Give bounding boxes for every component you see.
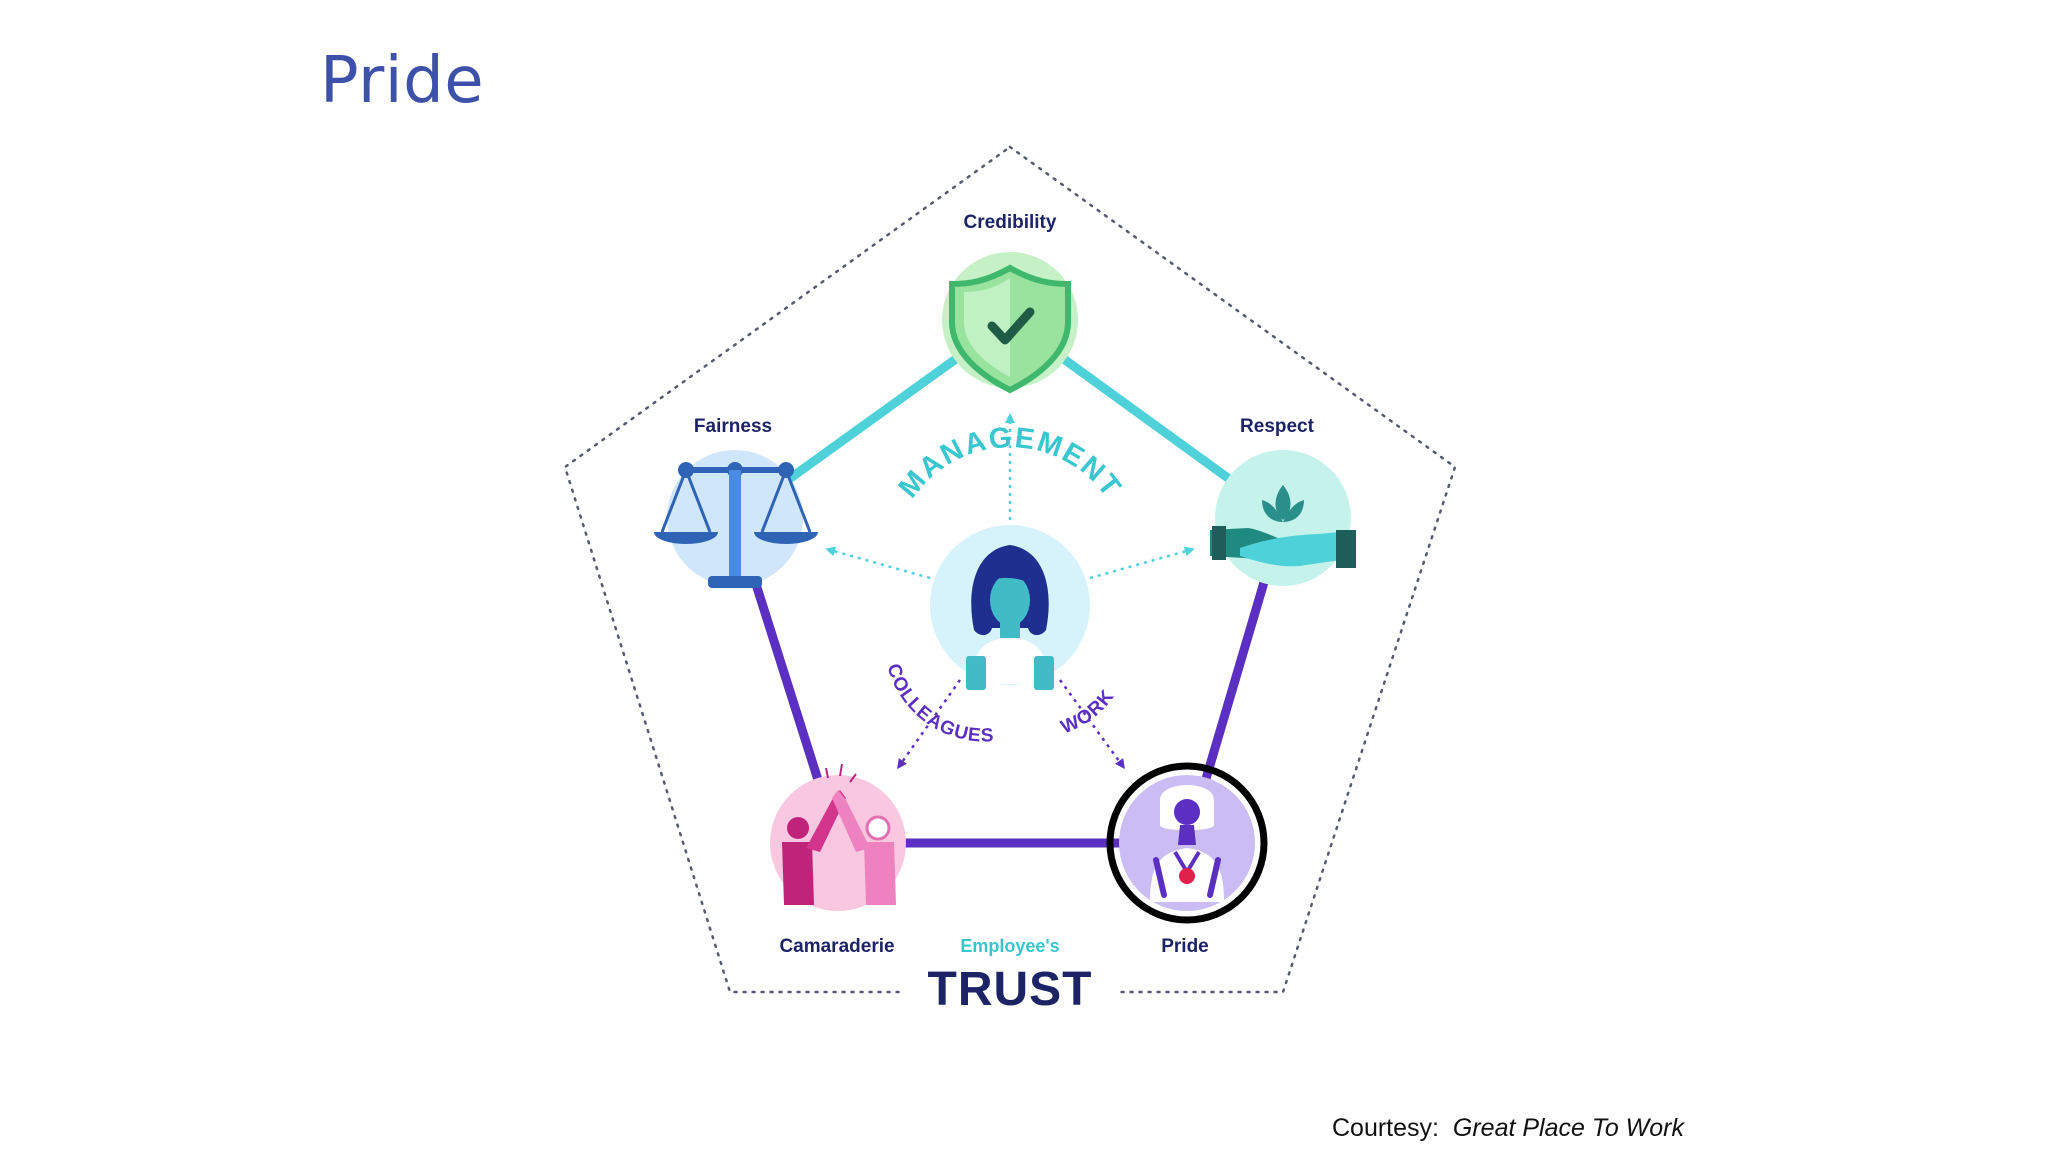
person-icon <box>966 545 1054 690</box>
hand-lotus-icon <box>1210 485 1356 568</box>
pride-highlight-ring <box>1106 762 1268 924</box>
svg-text:WORK: WORK <box>1058 686 1119 739</box>
employees-label: Employee's <box>960 936 1059 956</box>
slide-title: Pride <box>320 44 485 118</box>
scales-icon <box>654 462 818 588</box>
work-arc-label: WORK <box>1058 686 1118 739</box>
pride-label: Pride <box>1161 936 1209 957</box>
courtesy-prefix: Courtesy: <box>1332 1114 1439 1142</box>
respect-label: Respect <box>1240 416 1315 437</box>
arrow-to-pride <box>1058 679 1125 770</box>
management-center-node <box>930 525 1090 690</box>
arrow-to-fairness <box>825 546 931 580</box>
courtesy-note: Courtesy: Great Place To Work <box>1332 1114 1684 1143</box>
high-five-icon <box>782 763 896 905</box>
trust-label: TRUST <box>928 963 1093 1016</box>
medal-person-icon <box>1150 785 1224 902</box>
camaraderie-label: Camaraderie <box>779 936 894 957</box>
courtesy-source: Great Place To Work <box>1452 1114 1684 1142</box>
pride-node <box>1119 775 1255 911</box>
fairness-label: Fairness <box>694 416 772 437</box>
shield-check-icon <box>949 264 1071 394</box>
respect-node <box>1210 450 1356 586</box>
credibility-node <box>942 252 1078 394</box>
credibility-label: Credibility <box>964 212 1057 233</box>
arrow-to-camaraderie <box>897 679 962 770</box>
arrow-to-respect <box>1089 546 1195 580</box>
fairness-node <box>654 450 818 588</box>
camaraderie-node <box>770 763 906 911</box>
